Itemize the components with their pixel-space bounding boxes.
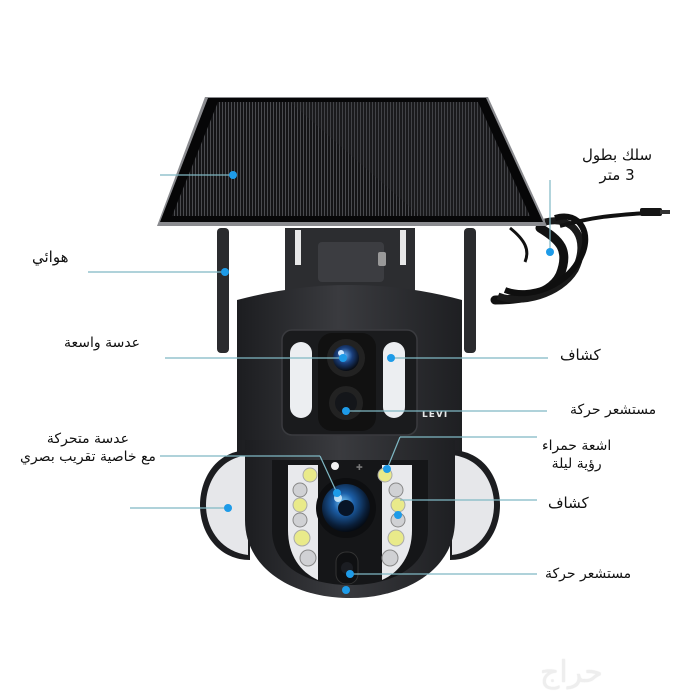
antenna-right <box>464 228 476 353</box>
camera-ptz-dome: ✚ <box>245 440 455 598</box>
spotlight-left-bar <box>290 342 312 418</box>
infrared-label-line1: اشعة حمراء <box>542 438 612 454</box>
antenna-left <box>217 228 229 353</box>
label-cable-length: سلك بطول 3 متر <box>582 146 652 185</box>
svg-text:LEVI: LEVI <box>422 410 448 420</box>
infrared-label-line2: رؤية ليلة <box>551 456 602 473</box>
spotlight-right-bar <box>383 342 405 418</box>
label-wide-lens: عدسة واسعة <box>64 335 141 351</box>
camera-upper-body: LEVI <box>237 285 462 460</box>
label-motion-sensor-top: مستشعر حركة <box>570 402 657 418</box>
ptz-lens-label-line2: مع خاصية تقريب بصري <box>20 449 156 466</box>
label-ptz-lens: عدسة متحركة مع خاصية تقريب بصري <box>20 430 156 466</box>
solar-panel <box>157 97 547 226</box>
label-spotlight-top: كشاف <box>560 346 601 364</box>
svg-text:✚: ✚ <box>356 463 363 472</box>
spotlight-right-panel <box>452 455 494 555</box>
cable-label-line1: سلك بطول <box>582 146 653 164</box>
watermark: حراج <box>540 655 603 690</box>
ptz-lens-label-line1: عدسة متحركة <box>46 431 129 447</box>
label-motion-sensor-bottom: مستشعر حركة <box>545 566 632 582</box>
leader-lines <box>88 174 551 575</box>
label-antenna: هوائي <box>32 248 69 266</box>
power-cable <box>490 208 670 305</box>
callout-dots <box>221 171 554 594</box>
label-infrared-night-vision: اشعة حمراء رؤية ليلة <box>542 437 611 473</box>
label-spotlight-bottom: كشاف <box>548 494 589 512</box>
cable-label-line2: 3 متر <box>599 165 635 184</box>
